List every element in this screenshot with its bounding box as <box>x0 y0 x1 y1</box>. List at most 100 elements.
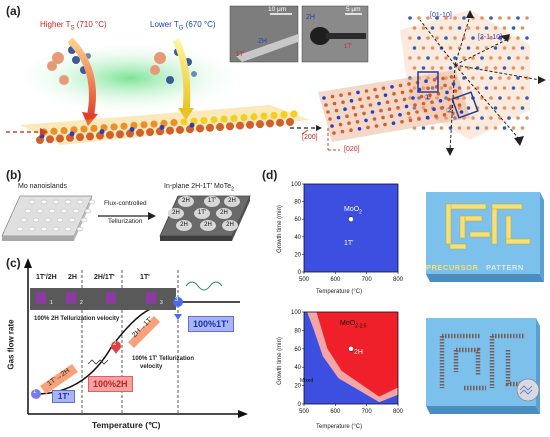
region-2-label: ② <box>446 106 454 115</box>
velocity-1t-2: velocity <box>140 364 163 370</box>
phase-region-2h <box>316 312 398 397</box>
sem2-scale: 5 μm <box>346 6 361 13</box>
y-tick-label: 40 <box>294 365 301 371</box>
region-1-box <box>417 71 439 93</box>
x-tick-label: 700 <box>362 409 373 415</box>
c-xlabel: Temperature (℃) <box>92 420 161 430</box>
x-tick-label: 600 <box>330 409 341 415</box>
bottom-mixed-label: Mixed <box>300 378 314 384</box>
vapor-glow <box>10 40 250 116</box>
motes-cell: 2H <box>178 196 194 207</box>
lattice-sheet <box>318 70 470 142</box>
y-tick-label: 60 <box>294 217 301 223</box>
sem1-scale: 10 μm <box>268 6 287 13</box>
motes-cell: 2H <box>222 220 238 231</box>
flux-label-1: Flux-controlled <box>104 200 147 207</box>
lower-tg-arrow <box>172 38 191 113</box>
dir-020: [020] <box>344 146 360 153</box>
motes-cell: 2H <box>168 208 184 219</box>
precursor-pattern-device <box>426 192 544 282</box>
phase-diagram-bottom: 500 600 700 800 0 20 40 60 80 100 <box>291 310 404 415</box>
higher-ts-arrow <box>67 37 96 119</box>
top-ylabel: Growth time (min) <box>277 205 283 253</box>
point-1 <box>31 389 41 399</box>
motes-cell: 1T' <box>204 196 220 207</box>
sem2-2h: 2H <box>306 14 315 21</box>
precursor-word: PRECURSOR <box>426 263 479 272</box>
dir-01-10: [01-10] <box>430 12 452 19</box>
bottom-region: MoO2-2.5 <box>340 320 367 330</box>
top-region: MoO2 <box>344 206 362 216</box>
x-tick-label: 800 <box>393 409 404 415</box>
box-100-2h: 100%2H <box>88 376 133 392</box>
x-tick-label: 500 <box>299 277 310 283</box>
motes-cell: 2H <box>200 220 216 231</box>
phase-region-1t <box>304 184 398 272</box>
box-100-1t: 100%1T' <box>188 316 234 332</box>
nanoislands-title: Mo nanoislands <box>18 183 68 190</box>
lattice-hexagon <box>400 10 530 140</box>
point-2-label: 2 <box>113 341 117 347</box>
y-tick-label: 20 <box>294 384 301 390</box>
arrow-1t-to-2h <box>40 364 78 394</box>
phase-label-1: 1T'/2H <box>36 274 57 281</box>
point-3 <box>173 297 183 307</box>
x-tick-label: 600 <box>330 277 341 283</box>
box-1t: 1T' <box>52 390 76 403</box>
photo-num-2: 2 <box>80 300 83 306</box>
lower-tg-label: Lower TG (670 °C) <box>150 20 216 32</box>
arrow-2h-to-1t <box>128 316 160 348</box>
motes-cell: 1T' <box>194 208 210 219</box>
phase-label-3: 2H/1T' <box>94 274 115 281</box>
flux-label-2: Tellurization <box>108 218 143 225</box>
y-tick-label: 0 <box>298 402 302 408</box>
point-3-label: 3 <box>175 297 179 303</box>
panel-c-label: (c) <box>6 256 21 270</box>
motes-title: In-plane 2H-1T' MoTe2 <box>164 183 234 193</box>
velocity-1t-1: 100% 1T' Tellurization <box>132 356 194 362</box>
x-tick-label: 500 <box>299 409 310 415</box>
motes-cell: 2H <box>216 208 232 219</box>
velocity-2h: 100% 2H Tellurization velocity <box>34 316 120 322</box>
phase-point <box>348 216 354 223</box>
bottom-point-label: 2H <box>354 349 363 356</box>
photo-num-1: 1 <box>50 300 53 306</box>
y-tick-label: 80 <box>294 200 301 206</box>
motes-cell: 2H <box>224 196 240 207</box>
point-1-label: 1 <box>33 389 37 395</box>
dir-200: [200] <box>302 134 318 141</box>
panel-d-label: (d) <box>262 168 278 182</box>
y-tick-label: 60 <box>294 347 301 353</box>
panel-a-figure <box>6 5 546 156</box>
top-point-label: 1T' <box>344 240 354 247</box>
phase-point <box>348 345 354 352</box>
c-ylabel: Gas flow rate <box>6 319 16 370</box>
panel-a-label: (a) <box>6 4 21 18</box>
panel-b-label: (b) <box>6 168 22 182</box>
photo-num-3: 3 <box>160 300 163 306</box>
sem1-1t: 1T' <box>236 52 245 58</box>
crystal-strip <box>20 105 310 145</box>
sem2-1t: 1T' <box>344 44 353 50</box>
motes-cell: 2H <box>176 220 192 231</box>
phase-label-2: 2H <box>68 274 77 281</box>
y-tick-label: 100 <box>291 310 302 316</box>
bottom-ylabel: Growth time (min) <box>277 337 283 385</box>
y-tick-label: 20 <box>294 252 301 258</box>
y-tick-label: 0 <box>298 270 302 276</box>
higher-ts-label: Higher TS (710 °C) <box>40 20 107 32</box>
y-tick-label: 40 <box>294 235 301 241</box>
bottom-1t-label: 1T' <box>288 398 297 404</box>
panel-c-figure <box>24 258 248 418</box>
patterned-device <box>426 318 540 414</box>
sem1-2h: 2H <box>258 38 267 45</box>
y-tick-label: 100 <box>291 182 302 188</box>
y-tick-label: 80 <box>294 328 301 334</box>
phase-label-4: 1T' <box>140 274 150 281</box>
region-2-box <box>451 91 479 119</box>
dir-2-1-10: [2-1-10] <box>478 34 503 41</box>
x-tick-label: 800 <box>393 277 404 283</box>
pattern-word: PATTERN <box>486 263 524 272</box>
